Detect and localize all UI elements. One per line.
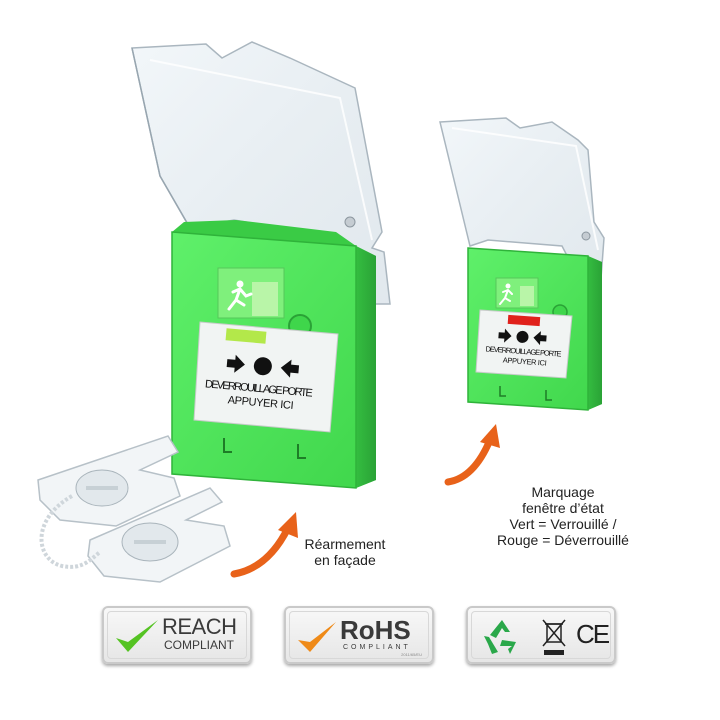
rohs-subtitle: COMPLIANT — [343, 644, 411, 651]
small-transparent-lid — [439, 117, 605, 297]
reach-compliant-badge: REACH COMPLIANT — [102, 606, 252, 664]
rohs-directive: 2011/65/EU — [401, 652, 422, 657]
small-exit-sign — [495, 277, 539, 309]
curved-arrow-icon — [444, 436, 494, 486]
front-reset-annotation: Réarmement en façade — [290, 536, 400, 568]
large-label-window: DEVERROUILLAGE PORTE APPUYER ICI — [193, 321, 339, 433]
front-reset-line2: en façade — [314, 552, 376, 568]
status-window-line3: Vert = Verrouillé / — [509, 516, 617, 532]
crossed-bin-icon — [542, 619, 566, 655]
rohs-title: RoHS — [340, 615, 411, 645]
checkmark-icon — [298, 622, 336, 652]
arrow-right-icon — [226, 354, 245, 373]
status-window-annotation: Marquage fenêtre d’état Vert = Verrouill… — [488, 484, 638, 548]
large-exit-sign — [217, 267, 285, 319]
status-window-line2: fenêtre d’état — [522, 500, 604, 516]
curved-arrow-icon — [230, 524, 292, 578]
large-label-line2: APPUYER ICI — [227, 394, 294, 412]
ce-recycle-badge: CE — [466, 606, 616, 664]
status-window-green — [225, 328, 267, 344]
reset-keys — [37, 435, 231, 583]
front-reset-line1: Réarmement — [304, 536, 386, 552]
status-window-line1: Marquage — [531, 484, 595, 500]
status-window-line4: Rouge = Déverrouillé — [497, 532, 629, 548]
status-window-red — [507, 314, 541, 327]
emergency-exit-icon — [227, 280, 253, 311]
small-label-window: DEVERROUILLAGE PORTE APPUYER ICI — [475, 309, 573, 379]
recycle-icon — [484, 620, 516, 654]
ce-mark: CE — [576, 619, 610, 649]
small-label-line2: APPUYER ICI — [503, 356, 548, 368]
reach-subtitle: COMPLIANT — [164, 638, 235, 652]
arrow-left-icon — [280, 359, 300, 378]
checkmark-icon — [116, 620, 158, 652]
rohs-compliant-badge: RoHS COMPLIANT 2011/65/EU — [284, 606, 434, 664]
press-dot-icon — [253, 357, 272, 376]
reach-title: REACH — [162, 614, 237, 639]
